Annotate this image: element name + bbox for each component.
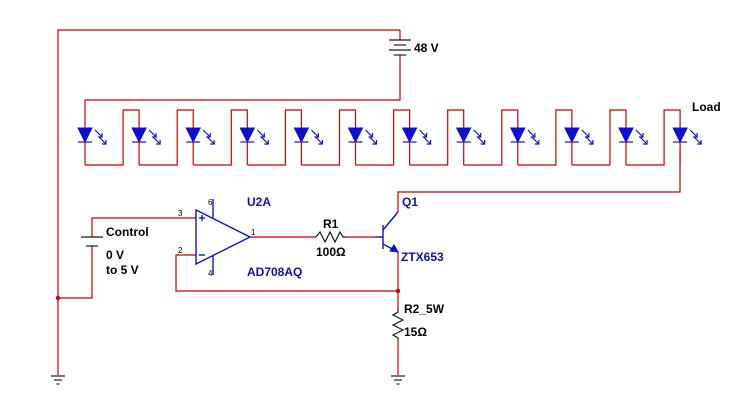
led-icon	[672, 127, 702, 145]
led-icon	[618, 127, 648, 145]
battery-label: 48 V	[414, 41, 439, 55]
led-3	[185, 127, 215, 145]
resistor-r1: R1 100Ω	[315, 217, 346, 259]
pin-in-minus: 2	[178, 246, 183, 255]
r2-value: 15Ω	[404, 325, 427, 339]
led-9	[509, 127, 540, 145]
opamp-u2a: 6 4 3 2 1 U2A AD708AQ	[178, 195, 302, 279]
r1-ref: R1	[323, 217, 339, 231]
battery-48v: 48 V	[389, 30, 439, 62]
ground-right	[391, 375, 405, 385]
control-plus-wire	[91, 217, 196, 237]
resistor-icon	[315, 230, 346, 244]
led-12	[672, 127, 702, 145]
led-icon	[131, 127, 161, 145]
pin-vplus: 6	[208, 198, 213, 207]
led-icon	[239, 127, 269, 145]
led-10	[564, 127, 594, 145]
led-icon	[347, 127, 378, 145]
wires	[55, 29, 681, 375]
led-4	[239, 127, 269, 145]
resistor-icon	[391, 308, 405, 340]
led-2	[131, 127, 161, 145]
transistor-q1: Q1 ZTX653	[374, 195, 444, 264]
battery-icon	[81, 236, 103, 247]
led-icon	[509, 127, 540, 145]
led-1	[77, 127, 107, 145]
led-to-collector-wire	[397, 147, 681, 212]
pin-vminus: 4	[208, 269, 213, 278]
led-11	[618, 127, 648, 145]
led-icon	[564, 127, 594, 145]
r1-value: 100Ω	[316, 245, 346, 259]
opamp-icon	[195, 199, 252, 275]
led-7	[401, 127, 432, 145]
control-minus-wire	[58, 246, 93, 299]
q1-part: ZTX653	[401, 250, 444, 264]
control-range-line1: 0 V	[106, 248, 124, 262]
control-label: Control	[106, 225, 149, 239]
opamp-part: AD708AQ	[247, 265, 302, 279]
control-range-line2: to 5 V	[106, 263, 139, 277]
junction-left	[55, 295, 61, 301]
led-icon	[401, 127, 432, 145]
led-icon	[77, 127, 107, 145]
ground-icon	[391, 375, 405, 385]
opamp-ref: U2A	[247, 195, 271, 209]
load-label: Load	[692, 100, 721, 114]
left-rail-wire	[57, 29, 400, 375]
led-icon	[293, 127, 323, 145]
resistor-r2: R2_5W 15Ω	[391, 302, 445, 340]
led-icon	[455, 127, 486, 145]
feedback-wire	[175, 254, 398, 292]
led-6	[347, 127, 378, 145]
ground-left	[51, 375, 65, 385]
led-chain	[77, 109, 702, 166]
npn-transistor-icon	[374, 211, 399, 253]
r2-ref: R2_5W	[404, 302, 445, 316]
ground-icon	[51, 375, 65, 385]
pin-in-plus: 3	[178, 209, 183, 218]
junction-feedback	[395, 288, 401, 294]
pin-out: 1	[251, 228, 256, 237]
led-8	[455, 127, 486, 145]
led-icon	[185, 127, 215, 145]
control-source: Control 0 V to 5 V	[81, 225, 149, 277]
battery-to-led-wire	[84, 62, 401, 128]
battery-icon	[389, 39, 411, 56]
q1-ref: Q1	[402, 195, 418, 209]
led-5	[293, 127, 323, 145]
